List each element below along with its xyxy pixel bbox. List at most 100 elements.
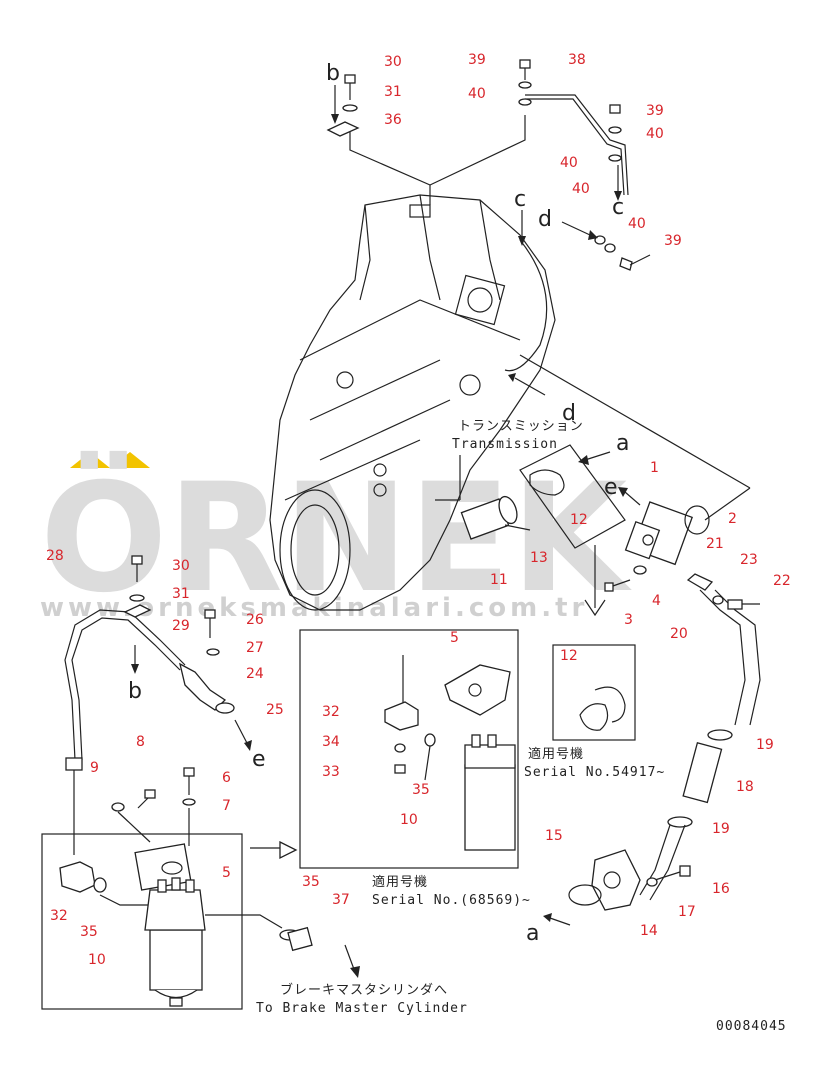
part-label-34: 34 <box>322 734 340 750</box>
part-label-35-box: 35 <box>412 782 430 798</box>
part-label-25: 25 <box>266 702 284 718</box>
part-label-40-bottom: 40 <box>628 216 646 232</box>
ref-letter-d-top: d <box>538 207 552 232</box>
hose-28 <box>64 609 186 761</box>
part-label-20: 20 <box>670 626 688 642</box>
caption-transmission-jp: トランスミッション <box>458 419 584 434</box>
hose-18 <box>682 742 723 804</box>
caption-serial-en-54917: Serial No.54917~ <box>524 765 665 780</box>
part-label-40-right: 40 <box>646 126 664 142</box>
top-pipe-assembly <box>326 59 651 271</box>
part-label-27: 27 <box>246 640 264 656</box>
part-label-40-top: 40 <box>468 86 486 102</box>
caption-serial-jp-68569: 適用号機 <box>372 874 428 890</box>
part-label-12-box: 12 <box>560 648 578 664</box>
filter-box-lower <box>41 767 313 1010</box>
part-labels: 30 31 36 39 40 38 39 40 40 40 40 39 1 2 … <box>46 52 791 968</box>
ref-letter-a-top: a <box>616 431 629 456</box>
part-label-24: 24 <box>246 666 264 682</box>
part-label-14: 14 <box>640 923 658 939</box>
part-label-26: 26 <box>246 612 264 628</box>
part-label-5-box: 5 <box>450 630 459 646</box>
part-label-5-lower: 5 <box>222 865 231 881</box>
transmission-housing <box>269 194 556 611</box>
part-label-32-lower: 32 <box>50 908 68 924</box>
caption-brake-en: To Brake Master Cylinder <box>256 1001 468 1016</box>
part-label-23: 23 <box>740 552 758 568</box>
part-label-29: 29 <box>172 618 190 634</box>
hose-20 <box>699 589 746 726</box>
serial-box-54917 <box>552 644 636 741</box>
part-label-22: 22 <box>773 573 791 589</box>
o-ring-2 <box>684 505 710 535</box>
part-label-40-mid: 40 <box>560 155 578 171</box>
ref-letter-c-center: c <box>514 187 526 212</box>
watermark: ÖRNEK www.orneksmakinalari.com.tr <box>40 450 632 626</box>
part-label-19-top: 19 <box>756 737 774 753</box>
cover-14 <box>591 849 641 911</box>
watermark-accent-mark <box>110 452 150 468</box>
panel-12-frame <box>519 444 626 549</box>
bolt-30 <box>344 74 356 84</box>
part-label-39-bottom: 39 <box>664 233 682 249</box>
brake-hose-assembly <box>64 555 235 855</box>
bell-housing-opening <box>279 489 351 611</box>
bolt-30-lower <box>131 555 143 565</box>
part-label-10-lower: 10 <box>88 952 106 968</box>
part-label-3: 3 <box>624 612 633 628</box>
filter-10-lower <box>149 929 203 991</box>
part-label-17: 17 <box>678 904 696 920</box>
watermark-accent-mark <box>70 452 110 468</box>
reference-arrows <box>131 85 641 978</box>
part-label-30-lower: 30 <box>172 558 190 574</box>
ref-letter-b-lower: b <box>128 679 142 704</box>
ref-letter-b-top: b <box>326 61 340 86</box>
caption-serial-en-68569: Serial No.(68569)~ <box>372 893 531 908</box>
part-label-1: 1 <box>650 460 659 476</box>
ref-letter-c-right: c <box>612 195 624 220</box>
part-label-8: 8 <box>136 734 145 750</box>
reference-letters: b c c d d a e b e a <box>128 61 629 946</box>
part-label-39-right: 39 <box>646 103 664 119</box>
part-label-15: 15 <box>545 828 563 844</box>
part-label-2: 2 <box>728 511 737 527</box>
caption-transmission-en: Transmission <box>452 437 558 452</box>
pump-assembly <box>568 501 761 911</box>
caption-serial-jp-54917: 適用号機 <box>528 746 584 762</box>
part-label-7: 7 <box>222 798 231 814</box>
pipe-38 <box>525 94 629 196</box>
part-label-30-top: 30 <box>384 54 402 70</box>
part-label-37: 37 <box>332 892 350 908</box>
part-label-38: 38 <box>568 52 586 68</box>
o-ring-15 <box>568 884 602 906</box>
part-label-31-lower: 31 <box>172 586 190 602</box>
part-label-16: 16 <box>712 881 730 897</box>
drawing-code: 00084045 <box>716 1019 787 1034</box>
part-label-40-lower: 40 <box>572 181 590 197</box>
part-label-18: 18 <box>736 779 754 795</box>
ref-letter-e-lower: e <box>252 747 266 772</box>
part-label-35-lower: 35 <box>80 924 98 940</box>
ref-letter-e-top: e <box>604 475 618 500</box>
part-label-35-mid: 35 <box>302 874 320 890</box>
part-label-28: 28 <box>46 548 64 564</box>
filter-10-upper <box>464 764 516 851</box>
part-label-39-top: 39 <box>468 52 486 68</box>
part-label-31-top: 31 <box>384 84 402 100</box>
part-label-19-bottom: 19 <box>712 821 730 837</box>
center-parts <box>435 354 751 617</box>
part-label-6: 6 <box>222 770 231 786</box>
part-label-12-top: 12 <box>570 512 588 528</box>
part-label-21: 21 <box>706 536 724 552</box>
serial-frame-54917 <box>552 644 636 741</box>
ref-letter-d-mid: d <box>562 401 576 426</box>
part-label-11: 11 <box>490 572 508 588</box>
mounting-flange <box>454 274 506 326</box>
serial-frame-68569 <box>299 629 519 869</box>
ref-letter-a-lower: a <box>526 921 539 946</box>
serial-box-68569 <box>299 629 519 869</box>
watermark-url: www.orneksmakinalari.com.tr <box>40 593 588 623</box>
part-label-32-box: 32 <box>322 704 340 720</box>
part-label-4: 4 <box>652 593 661 609</box>
